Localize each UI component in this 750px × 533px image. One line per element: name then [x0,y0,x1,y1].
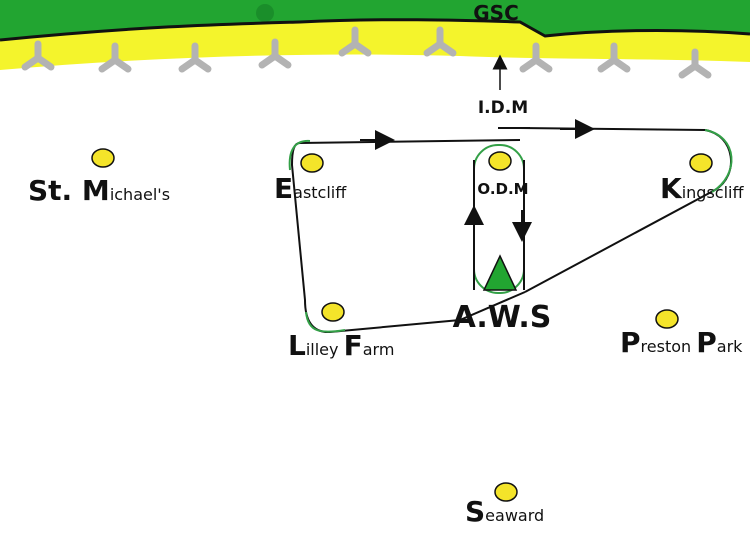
idm-label: I.D.M [478,98,528,118]
label-preston-park: Preston Park [620,326,743,359]
sea-band [0,0,750,40]
label-eastcliff: Eastcliff [274,172,347,205]
marker-odm [488,151,512,171]
marker-lilley-farm [321,302,345,322]
marker-seaward [494,482,518,502]
marker-st-michaels [91,148,115,168]
route-outer [288,119,733,334]
coast-label: GSC [473,1,519,25]
label-seaward: Seaward [465,495,544,528]
route-inner [464,144,532,294]
label-st-michaels: St. Michael's [28,174,170,207]
aws-triangle-icon [482,254,518,291]
label-lilley-farm: Lilley Farm [288,329,394,362]
sea-dot [256,4,274,22]
coastline-edge [0,18,750,42]
odm-label: O.D.M [477,180,528,198]
sand-band [0,19,750,71]
marker-kingscliff [689,153,713,173]
label-kingscliff: Kingscliff [660,172,744,205]
place-markers [91,148,713,502]
marker-preston-park [655,309,679,329]
aws-label: A.W.S [453,300,552,335]
marker-eastcliff [300,153,324,173]
shore-tripods [21,26,712,79]
